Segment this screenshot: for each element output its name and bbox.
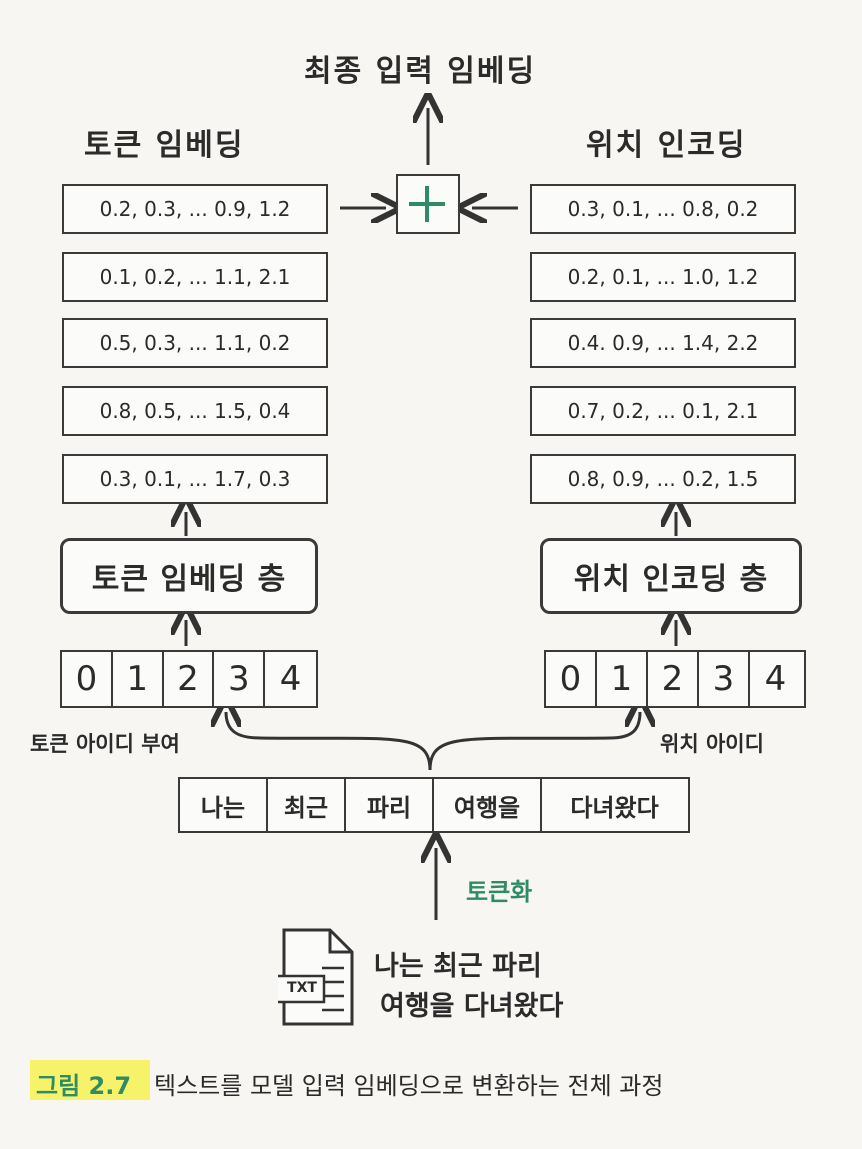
position-id-cell: 2 — [648, 652, 699, 706]
token-row: 나는 최근 파리 여행을 다녀왔다 — [178, 777, 690, 833]
position-encoding-layer: 위치 인코딩 층 — [540, 538, 802, 614]
curve-to-position-ids — [428, 712, 640, 771]
token-id-cell: 4 — [279, 659, 302, 699]
position-id-cell: 0 — [546, 652, 597, 706]
plus-icon — [409, 186, 445, 222]
position-id-cell: 3 — [699, 652, 750, 706]
position-encoding-title: 위치 인코딩 — [586, 128, 747, 163]
position-id-cell: 4 — [764, 659, 787, 699]
token-cell: 파리 — [346, 779, 434, 831]
token-id-cell: 1 — [113, 652, 164, 706]
position-id-cell: 1 — [597, 652, 648, 706]
token-vector-2: 0.1, 0.2, ... 1.1, 2.1 — [62, 252, 328, 302]
position-vector-1: 0.3, 0.1, ... 0.8, 0.2 — [530, 184, 796, 234]
final-embedding-title: 최종 입력 임베딩 — [304, 54, 537, 89]
token-vector-4: 0.8, 0.5, ... 1.5, 0.4 — [62, 386, 328, 436]
position-vector-5: 0.8, 0.9, ... 0.2, 1.5 — [530, 454, 796, 504]
position-vector-3: 0.4. 0.9, ... 1.4, 2.2 — [530, 318, 796, 368]
token-vector-3: 0.5, 0.3, ... 1.1, 0.2 — [62, 318, 328, 368]
curve-to-token-ids — [226, 712, 432, 771]
position-id-label: 위치 아이디 — [660, 732, 764, 756]
input-text-line1: 나는 최근 파리 — [374, 951, 542, 982]
token-embedding-title: 토큰 임베딩 — [84, 128, 245, 163]
tokenize-label: 토큰화 — [466, 878, 533, 906]
token-cell: 여행을 — [434, 779, 542, 831]
token-cell: 최근 — [268, 779, 346, 831]
token-cell: 다녀왔다 — [570, 793, 659, 822]
position-vector-4: 0.7, 0.2, ... 0.1, 2.1 — [530, 386, 796, 436]
input-text-line2: 여행을 다녀왔다 — [380, 991, 564, 1022]
position-vector-2: 0.2, 0.1, ... 1.0, 1.2 — [530, 252, 796, 302]
figure-caption: 텍스트를 모델 입력 임베딩으로 변환하는 전체 과정 — [154, 1072, 664, 1100]
token-embedding-layer: 토큰 임베딩 층 — [60, 538, 318, 614]
token-cell: 나는 — [180, 779, 268, 831]
token-id-row: 0 1 2 3 4 — [60, 650, 318, 708]
token-vector-5: 0.3, 0.1, ... 1.7, 0.3 — [62, 454, 328, 504]
figure-number: 그림 2.7 — [36, 1072, 132, 1100]
token-vector-1: 0.2, 0.3, ... 0.9, 1.2 — [62, 184, 328, 234]
token-id-cell: 3 — [214, 652, 266, 706]
position-id-row: 0 1 2 3 4 — [544, 650, 806, 708]
token-id-assign-label: 토큰 아이디 부여 — [30, 732, 180, 756]
token-id-cell: 0 — [62, 652, 113, 706]
file-type-label: TXT — [287, 980, 317, 996]
add-operation-box — [396, 174, 460, 234]
token-id-cell: 2 — [164, 652, 215, 706]
text-file-icon — [278, 928, 354, 1026]
caption-highlight — [30, 1060, 150, 1100]
